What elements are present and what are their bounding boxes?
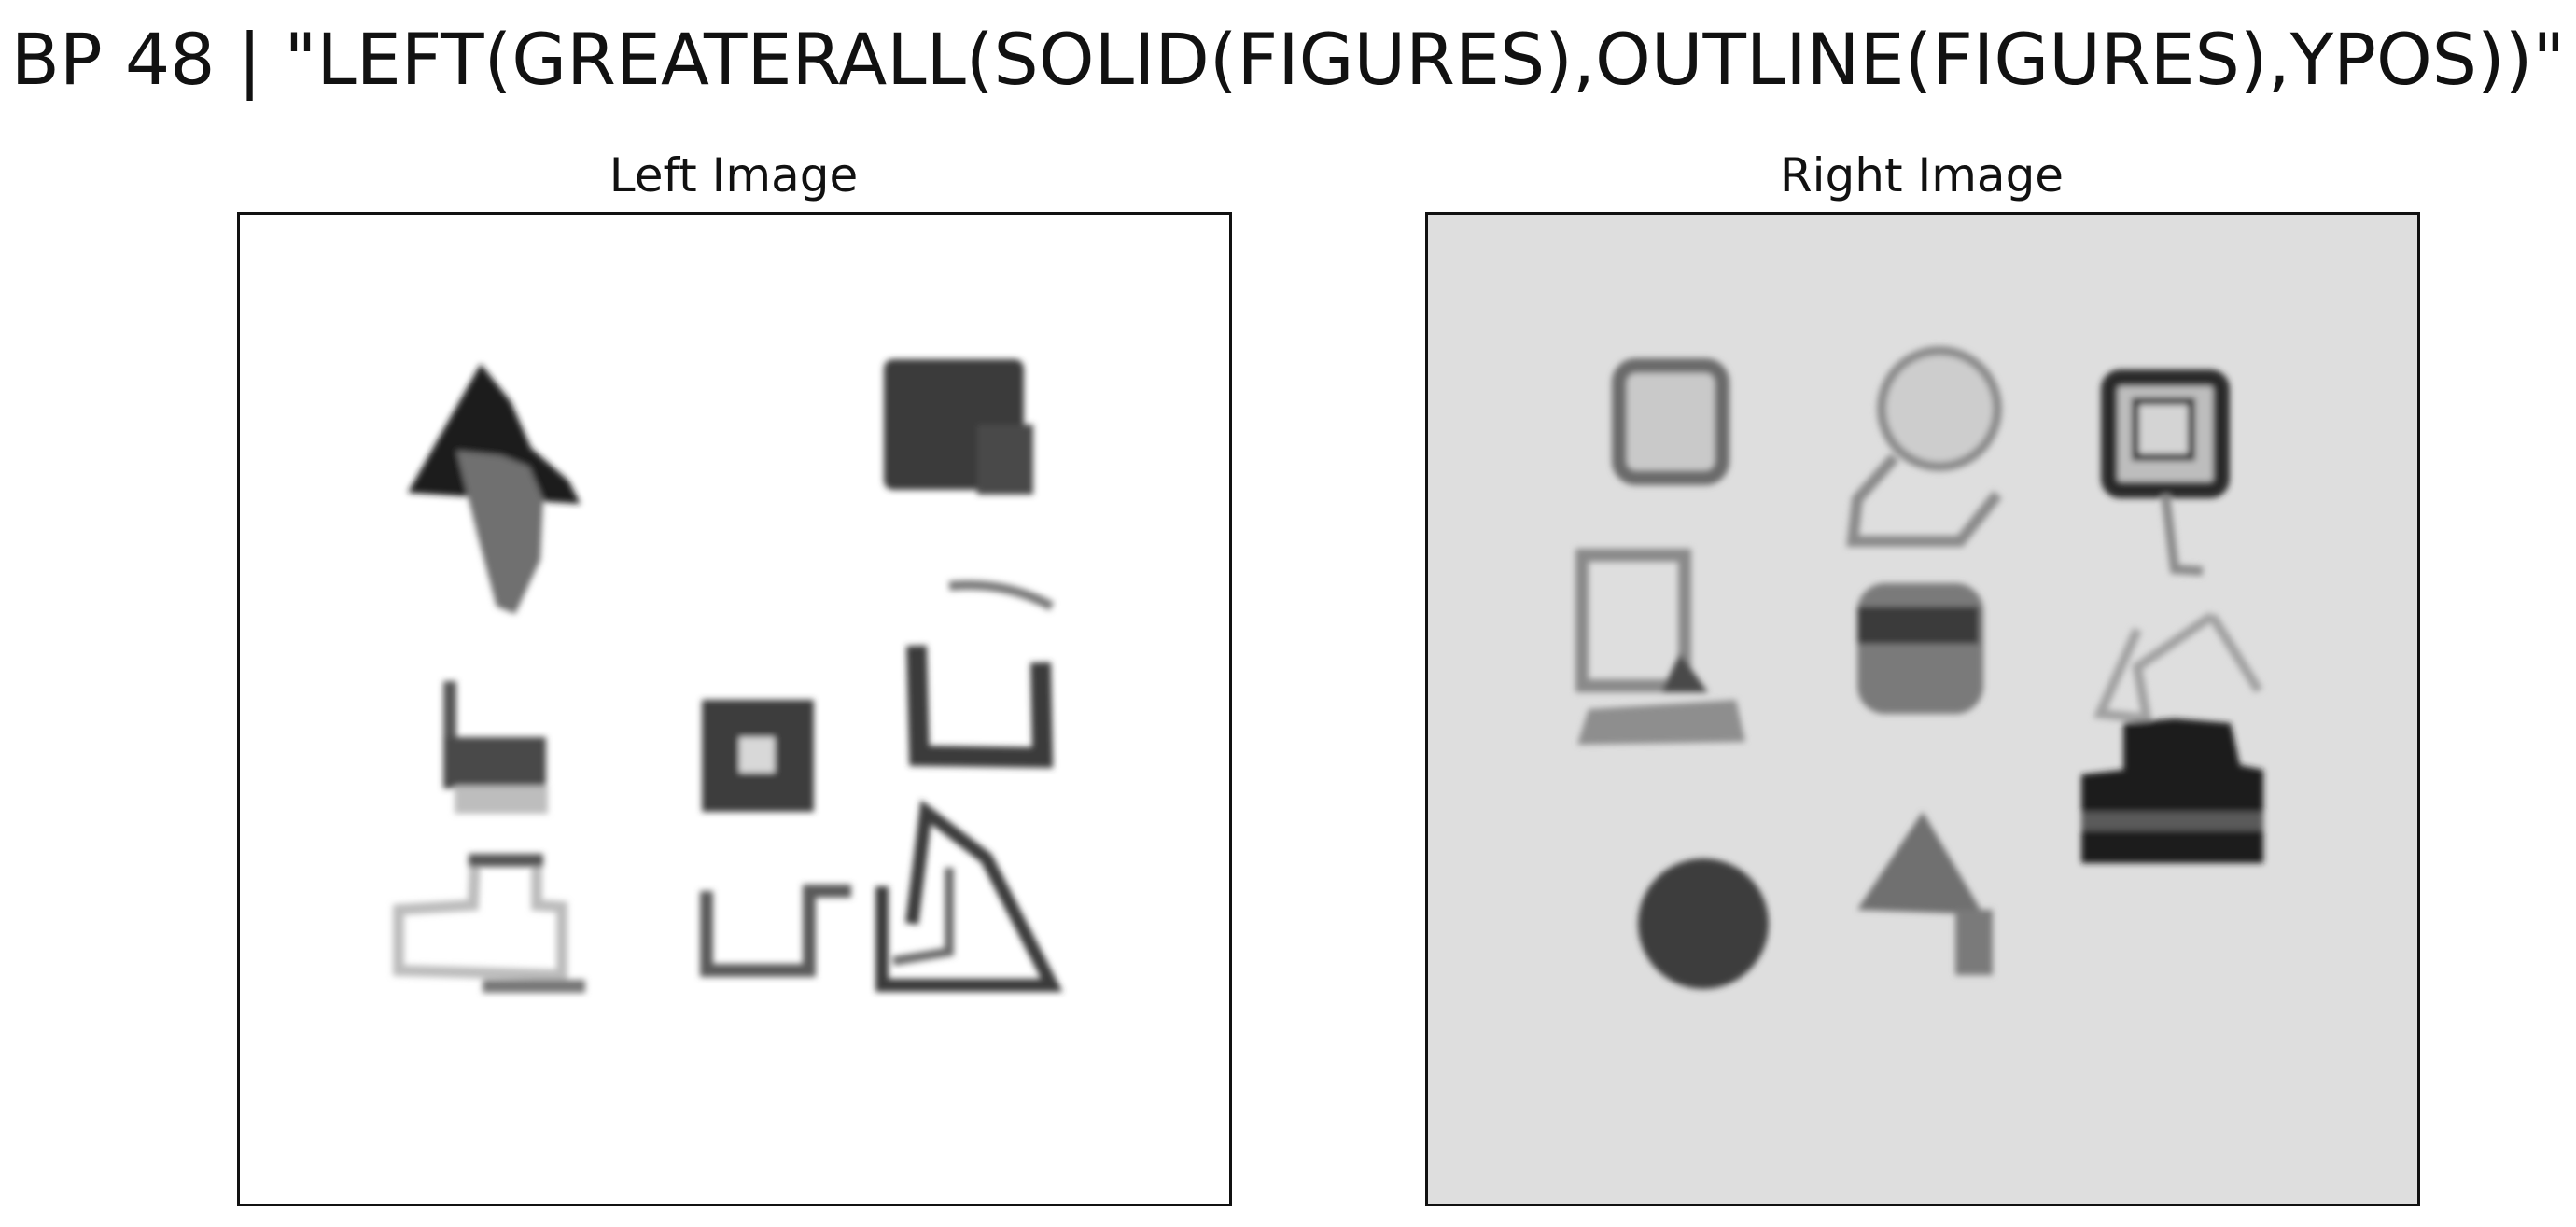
outline-square-large (1575, 549, 1691, 692)
solid-circle (1638, 858, 1769, 989)
outline-triangle-flag (875, 799, 1063, 992)
right-image-panel (1425, 212, 2420, 1206)
solid-square-notch (977, 425, 1033, 495)
solid-stepped-block-band (2081, 812, 2263, 830)
left-image-panel (237, 212, 1232, 1206)
outline-hook (2161, 494, 2204, 576)
outline-zigzag (2093, 611, 2215, 724)
solid-triangle-stem (1955, 910, 1993, 975)
left-image-canvas (240, 215, 1229, 1204)
solid-trapezoid-light (1577, 700, 1745, 745)
outline-cross-dark (469, 854, 543, 867)
solid-triangle (408, 364, 581, 504)
left-image-title: Left Image (609, 148, 859, 202)
outline-double-square-inner (2132, 397, 2195, 461)
outline-arc (948, 579, 1055, 611)
solid-rounded-block-band (1857, 607, 1979, 644)
cup-outline (906, 645, 1054, 769)
solid-rounded-block (1857, 583, 1983, 714)
chair-shape-seat (443, 737, 546, 788)
chair-shape-base (455, 786, 548, 814)
outline-cross (393, 858, 567, 982)
outline-zigzag-right (2207, 613, 2263, 693)
right-image-title: Right Image (1779, 148, 2065, 202)
solid-frame-hole (739, 737, 775, 773)
figure-title: BP 48 | "LEFT(GREATERALL(SOLID(FIGURES),… (10, 18, 2566, 101)
outline-rounded-square (1612, 358, 1729, 485)
small-triangle (1661, 653, 1708, 692)
right-image-canvas (1428, 215, 2417, 1204)
outline-cross-foot (483, 980, 585, 993)
outline-triangle-strut (892, 868, 954, 966)
solid-wedge (456, 451, 543, 614)
solid-triangle-right (1857, 812, 1983, 914)
outline-step (700, 885, 851, 977)
outline-circle (1877, 346, 2002, 471)
outline-circle-base (1846, 453, 2002, 547)
